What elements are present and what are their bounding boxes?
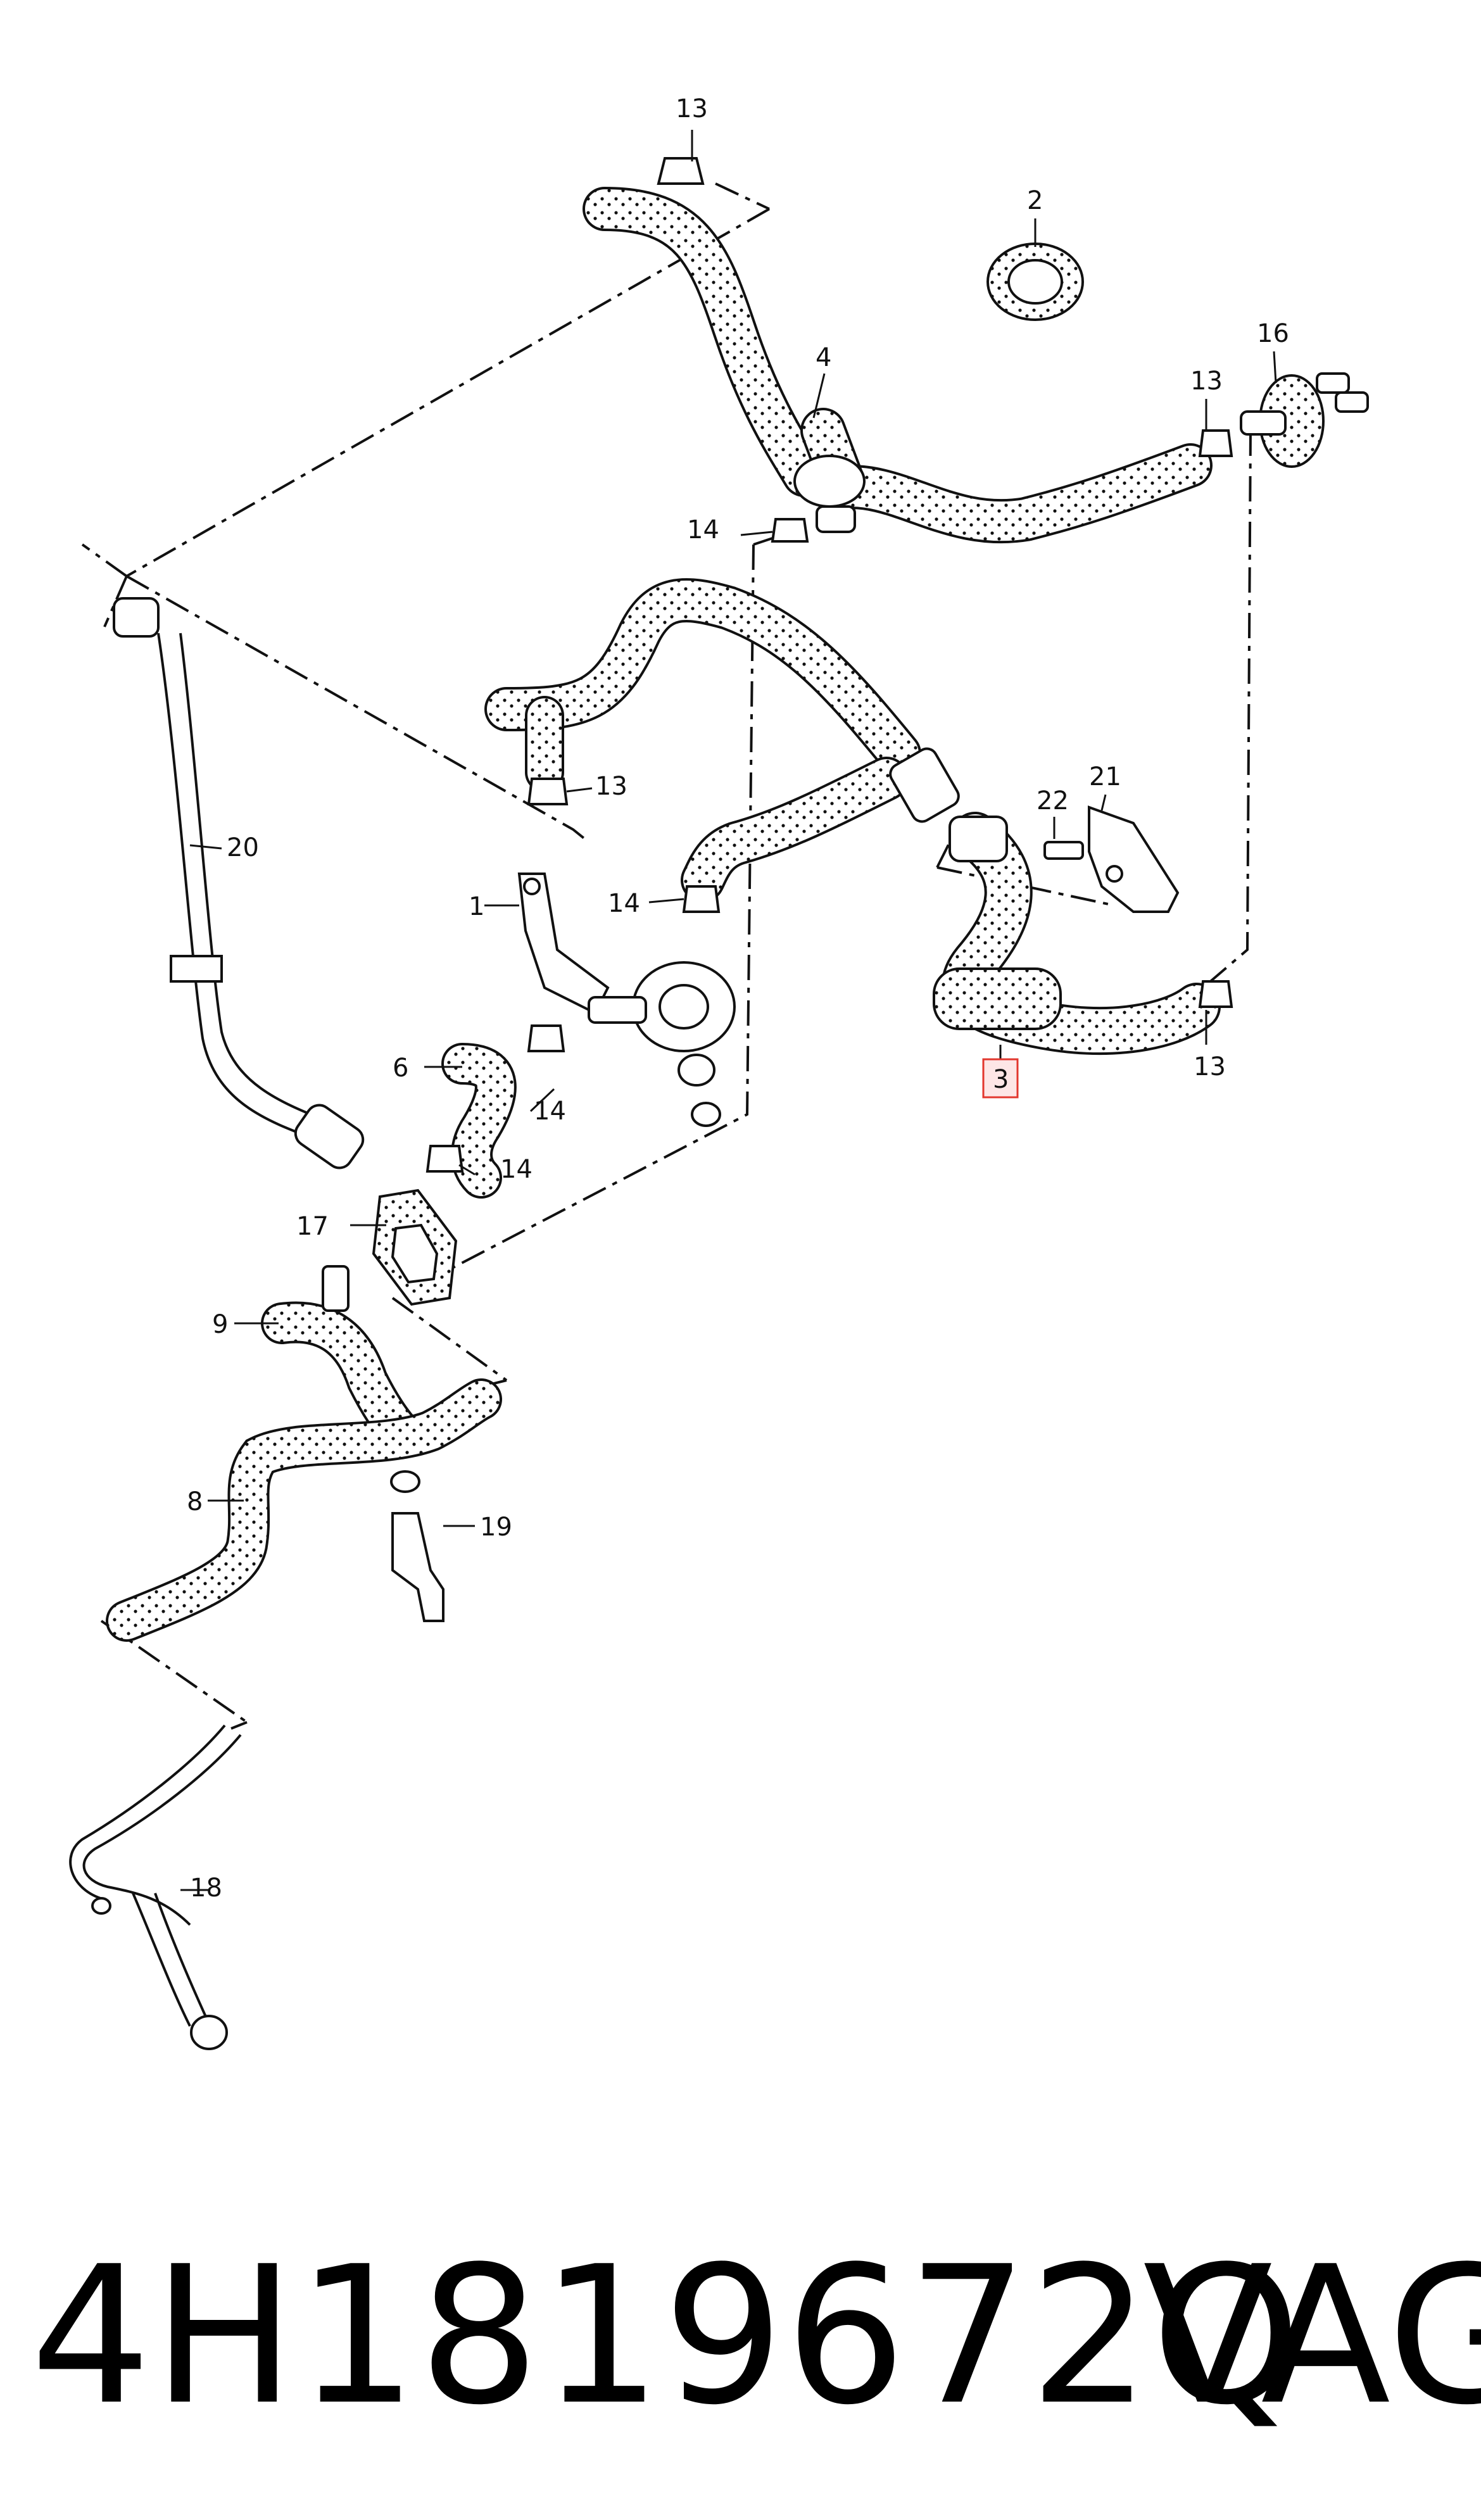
hose-middle xyxy=(484,578,960,902)
part-number: 4H1819672Q xyxy=(30,2226,1302,2447)
hose-3 xyxy=(933,812,1221,1055)
callout-19: 19 xyxy=(480,1513,512,1542)
pipe-18 xyxy=(69,1724,242,2050)
hose-9 xyxy=(261,1265,426,1458)
callout-8: 8 xyxy=(187,1487,203,1516)
callout-2: 2 xyxy=(1027,186,1043,215)
flange-16 xyxy=(1240,372,1369,468)
callout-14-left: 14 xyxy=(534,1097,566,1126)
parts-diagram: 13 2 4 13 16 14 13 20 1 14 22 21 3 13 6 … xyxy=(69,94,1369,2050)
callout-6: 6 xyxy=(393,1054,408,1083)
highlight-box-3 xyxy=(982,1058,1019,1099)
callout-17: 17 xyxy=(296,1212,329,1241)
hose-4 xyxy=(583,187,1213,544)
clips xyxy=(425,157,1233,1173)
callout-21: 21 xyxy=(1089,762,1121,791)
hose-8 xyxy=(106,1378,502,1642)
bracket-21 xyxy=(1043,805,1180,913)
callout-4: 4 xyxy=(816,343,831,372)
callout-3: 3 xyxy=(993,1065,1009,1094)
callout-22: 22 xyxy=(1037,786,1069,816)
pipe-20 xyxy=(113,597,365,1169)
callout-13-right: 13 xyxy=(1190,367,1223,396)
brand-name: VAG xyxy=(1143,2226,1481,2447)
seal-plate-17 xyxy=(372,1188,458,1306)
callout-1: 1 xyxy=(469,892,484,921)
grommet-2 xyxy=(986,243,1084,321)
connector-19 xyxy=(390,1470,444,1622)
callout-14-lower: 14 xyxy=(500,1155,533,1184)
callout-20: 20 xyxy=(227,833,259,862)
pump-assembly xyxy=(517,873,736,1127)
callout-9: 9 xyxy=(212,1310,228,1339)
callout-18: 18 xyxy=(190,1874,222,1903)
hose-6 xyxy=(441,1043,517,1199)
callout-14-top: 14 xyxy=(687,515,719,545)
callout-13-bottom: 13 xyxy=(1194,1052,1226,1081)
callout-13-top: 13 xyxy=(676,94,708,123)
callout-14-pump: 14 xyxy=(608,889,640,918)
callout-16: 16 xyxy=(1257,319,1289,348)
callout-13-mid: 13 xyxy=(595,772,627,801)
